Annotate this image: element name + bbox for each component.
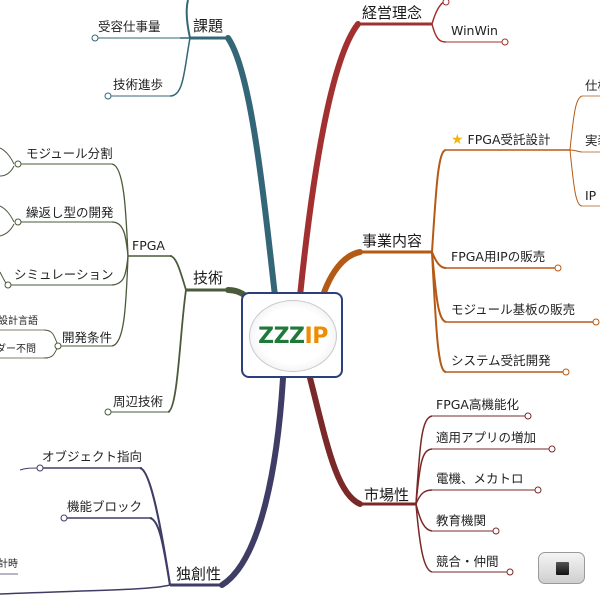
node-dot-kyougou [506, 568, 514, 576]
node-fpga[interactable]: FPGA [132, 238, 165, 253]
branch-dokusousei [219, 375, 286, 588]
connector-kadai-top [185, 0, 191, 39]
node-keiei-rinen[interactable]: 経営理念 [362, 4, 423, 22]
node-system-jutaku[interactable]: システム受託開発 [451, 353, 551, 368]
connector-kaihatsu [111, 255, 129, 347]
node-module-kiban[interactable]: モジュール基板の販売 [451, 302, 576, 317]
node-winwin[interactable]: WinWin [451, 23, 498, 38]
node-keiji[interactable]: 計時 [0, 559, 18, 570]
node-kinou-block[interactable]: 機能ブロック [67, 499, 143, 514]
node-tekiyou-app[interactable]: 適用アプリの増加 [436, 430, 537, 445]
connector-fpga-jutaku [431, 149, 447, 253]
node-shijousei[interactable]: 市場性 [364, 486, 410, 504]
node-dokusousei[interactable]: 独創性 [176, 565, 222, 583]
connector-denki [415, 489, 433, 505]
branch-keiei [297, 21, 361, 299]
node-dot-shuhen [104, 408, 112, 416]
node-dot-denki [534, 486, 542, 494]
center-node[interactable]: ZZZIP [241, 292, 343, 378]
node-dot-winwin [501, 38, 509, 46]
node-fpga-jutaku-label: FPGA受託設計 [467, 132, 551, 147]
node-dot-module [14, 160, 22, 168]
stub-kurikaeshi-2 [0, 223, 15, 237]
node-dot-object [36, 464, 44, 472]
connector-system [431, 251, 447, 373]
connector-kurikaeshi [111, 221, 129, 257]
stop-button[interactable] [538, 552, 585, 584]
node-simulation[interactable]: シミュレーション [14, 267, 114, 282]
connector-shiyou [569, 95, 583, 151]
node-gijutsu-shinpo[interactable]: 技術進歩 [113, 77, 164, 92]
connector-tekiyou [415, 448, 433, 505]
logo-part-ip: IP [304, 323, 329, 349]
connector-kyougou [415, 503, 433, 573]
connector-module [111, 163, 129, 257]
node-module-bunkatsu[interactable]: モジュール分割 [26, 146, 113, 161]
node-shiyou[interactable]: 仕様 [585, 78, 600, 93]
node-dot-juyou [91, 34, 99, 42]
logo-part-zzz: ZZZ [258, 323, 305, 349]
connector-jissou [569, 149, 583, 153]
node-shuhen-gijutsu[interactable]: 周辺技術 [113, 394, 164, 409]
stub-kurikaeshi-1 [0, 205, 15, 223]
node-kadai[interactable]: 課題 [193, 17, 224, 35]
node-dot-tekiyou [548, 445, 556, 453]
connector-gijutsushinpo [169, 37, 191, 97]
node-dot-kinou [60, 514, 68, 522]
connector-tail [0, 584, 171, 595]
node-kurikaeshi[interactable]: 繰返し型の開発 [26, 205, 114, 220]
connector-simulation [111, 255, 129, 286]
node-sekkei-gengo[interactable]: 設計言語 [0, 316, 38, 327]
node-dot-simulation [4, 281, 12, 289]
node-dot-kyouiku [492, 527, 500, 535]
zzzip-logo: ZZZIP [258, 324, 328, 349]
node-dot-kiban [592, 318, 600, 326]
node-fpga-jutaku-sekkei[interactable]: ★ FPGA受託設計 [451, 133, 551, 147]
node-dot-keiei-top [442, 0, 450, 6]
connector-ip [569, 149, 583, 207]
node-jissou[interactable]: 実装 [585, 133, 600, 148]
node-ip[interactable]: IP [585, 188, 597, 203]
node-dot-kaihatsu [54, 342, 62, 350]
center-logo-oval: ZZZIP [249, 300, 337, 372]
node-dot-koukinou [524, 412, 532, 420]
connector-object [139, 467, 171, 586]
node-da-fumon[interactable]: ダー不問 [0, 344, 36, 355]
node-kyouiku-kikan[interactable]: 教育機関 [436, 513, 487, 528]
node-denki-mechatro[interactable]: 電機、メカトロ [436, 471, 524, 486]
connector-kinou [149, 517, 171, 586]
node-kyougou-nakama[interactable]: 競合・仲間 [436, 554, 499, 569]
connector-fpga [169, 255, 187, 291]
node-fpga-koukinouka[interactable]: FPGA高機能化 [436, 397, 519, 412]
stop-icon [556, 562, 569, 575]
star-icon: ★ [451, 132, 464, 148]
node-dot-gijutsushinpo [104, 92, 112, 100]
node-juyou-shigotoryou[interactable]: 受容仕事量 [98, 19, 161, 34]
node-fpga-ip-hanbai[interactable]: FPGA用IPの販売 [451, 249, 546, 264]
stub-module-2 [0, 165, 15, 177]
node-dot-ip-hanbai [554, 264, 562, 272]
branch-shijousei [307, 375, 363, 507]
node-jigyou-naiyou[interactable]: 事業内容 [362, 232, 423, 250]
stub-module-1 [0, 147, 15, 165]
node-object-shikou[interactable]: オブジェクト指向 [42, 449, 143, 464]
node-dot-kurikaeshi [14, 218, 22, 226]
node-kaihatsu-jouken[interactable]: 開発条件 [62, 330, 113, 345]
connector-winwin [431, 23, 447, 43]
node-dot-system [562, 368, 570, 376]
branch-kadai [225, 35, 278, 299]
connector-shuhen [167, 289, 187, 413]
node-gijutsu[interactable]: 技術 [193, 269, 224, 287]
